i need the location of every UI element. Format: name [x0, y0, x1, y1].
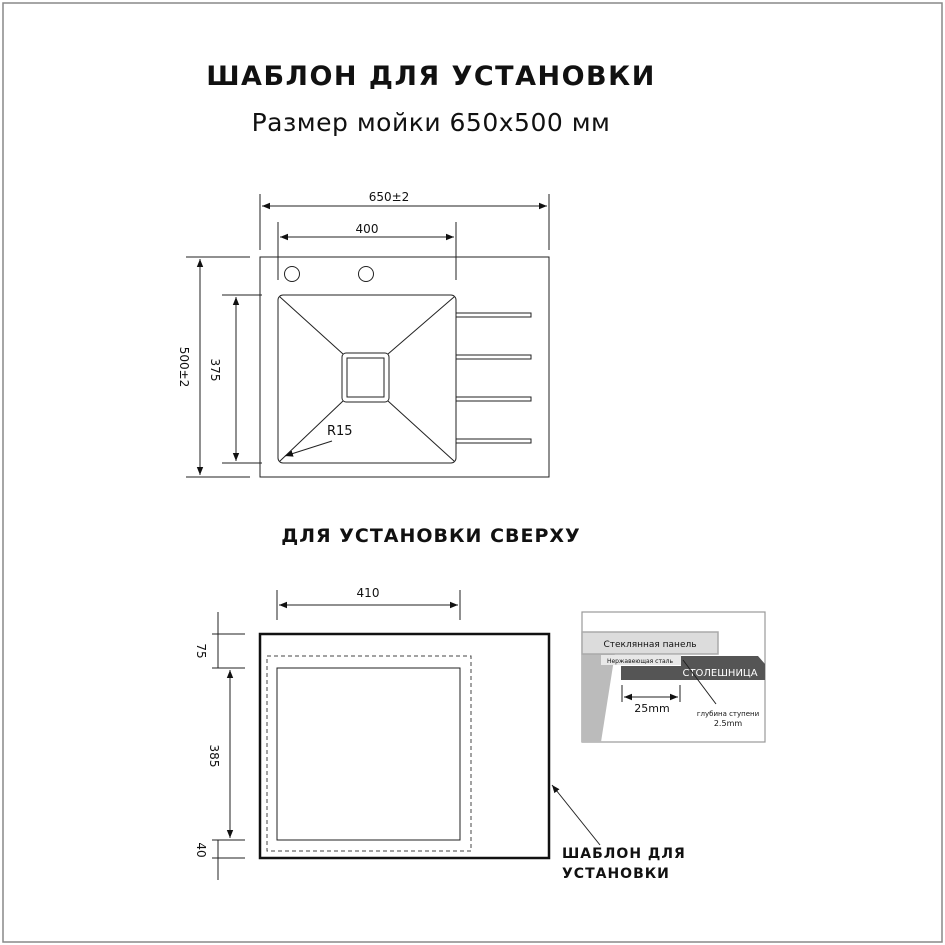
template-outline: [258, 632, 551, 860]
section-title: ДЛЯ УСТАНОВКИ СВЕРХУ: [281, 525, 580, 547]
drainboard-grooves: [455, 312, 532, 444]
height-label: 500±2: [177, 347, 191, 388]
offset-label: 25mm: [634, 702, 669, 715]
countertop: [621, 656, 765, 680]
sink-top-view: 650±2 400 500±2 375 R15: [177, 190, 550, 478]
countertop-label: СТОЛЕШНИЦА: [682, 668, 757, 679]
step-depth-label: глубина ступени: [697, 710, 759, 718]
drain-outer: [341, 352, 390, 403]
cutout-template: 410 75 385 40 ШАБЛОН ДЛЯ УСТАНОВКИ: [194, 586, 686, 882]
bowl-outline: [277, 294, 457, 464]
page-subtitle: Размер мойки 650x500 мм: [252, 108, 611, 137]
bowl-slope-lines: [279, 296, 455, 462]
cutout-dashed-outline: [266, 655, 472, 852]
drain-inner: [346, 357, 385, 398]
template-label-line2: УСТАНОВКИ: [562, 866, 670, 882]
bowl-width-label: 400: [356, 222, 379, 236]
steel-label: Нержавеющая сталь: [607, 658, 674, 665]
tap-hole: [358, 266, 374, 282]
template-label-line1: ШАБЛОН ДЛЯ: [562, 846, 686, 862]
radius-leader: [284, 440, 333, 457]
top-offset-label: 75: [194, 643, 208, 658]
glass-panel: [581, 631, 719, 655]
cutout-width-label: 410: [357, 586, 380, 600]
width-label: 650±2: [369, 190, 410, 204]
steel-layer: [601, 655, 681, 665]
radius-label: R15: [327, 424, 353, 439]
installation-section-inset: Стеклянная панель Нержавеющая сталь СТОЛ…: [581, 611, 766, 743]
bowl-height-label: 375: [208, 359, 222, 382]
page-title: ШАБЛОН ДЛЯ УСТАНОВКИ: [206, 61, 656, 92]
tap-hole: [284, 266, 300, 282]
bowl-cutout: [276, 667, 461, 841]
sink-wall: [582, 653, 615, 742]
glass-label: Стеклянная панель: [603, 640, 696, 650]
bottom-offset-label: 40: [194, 842, 208, 857]
cutout-height-label: 385: [207, 745, 221, 768]
sink-outline: [259, 256, 550, 478]
template-leader: [551, 784, 601, 846]
step-depth-value: 2.5mm: [714, 719, 743, 728]
